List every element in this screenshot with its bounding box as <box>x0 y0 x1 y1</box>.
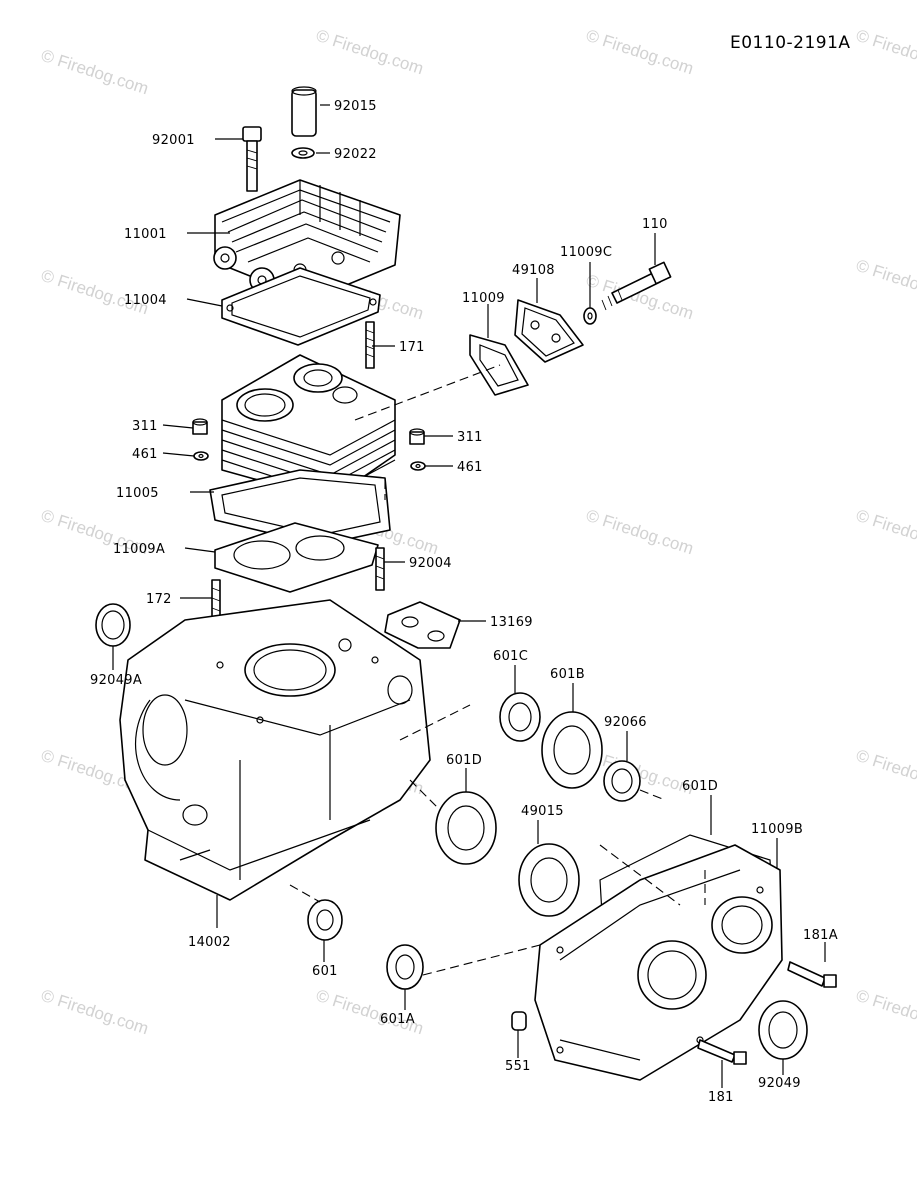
part-drawing-92049 <box>758 1000 808 1060</box>
part-label-461-left: 461 <box>132 447 158 462</box>
part-label-49108: 49108 <box>512 263 555 278</box>
part-label-92001: 92001 <box>152 133 195 148</box>
part-label-601B: 601B <box>550 667 585 682</box>
part-drawing-171 <box>365 321 375 369</box>
part-drawing-551 <box>511 1011 527 1031</box>
part-label-181: 181 <box>708 1090 734 1105</box>
watermark: © Firedog.com <box>854 506 917 559</box>
part-label-11005: 11005 <box>116 486 159 501</box>
part-drawing-461-right <box>410 461 426 471</box>
part-label-311-left: 311 <box>132 419 158 434</box>
part-drawing-cylinder <box>221 354 396 501</box>
watermark: © Firedog.com <box>39 46 151 99</box>
part-label-11009B: 601D <box>682 779 718 794</box>
part-label-311-right: 311 <box>457 430 483 445</box>
part-drawing-601D-b <box>518 843 580 917</box>
part-label-92049A: 92049A <box>90 673 142 688</box>
part-label-601D-b: 49015 <box>521 804 564 819</box>
part-label-13169: 13169 <box>490 615 533 630</box>
part-label-181A: 181A <box>803 928 838 943</box>
part-label-11001: 11001 <box>124 227 167 242</box>
part-label-92004: 92004 <box>409 556 452 571</box>
part-drawing-11001 <box>213 179 401 301</box>
part-label-11004: 11004 <box>124 293 167 308</box>
diagram-code: E0110-2191A <box>730 33 851 53</box>
part-drawing-49015 <box>534 844 783 1081</box>
watermark: © Firedog.com <box>584 26 696 79</box>
part-drawing-311-left <box>192 418 208 435</box>
part-drawing-92015 <box>291 86 317 137</box>
part-drawing-92066 <box>603 760 641 802</box>
part-drawing-181 <box>697 1039 747 1065</box>
part-drawing-14002 <box>119 599 431 901</box>
part-labels: 92015 92001 92022 11001 11009C 110 49108… <box>90 99 838 1105</box>
part-label-92015: 92015 <box>334 99 377 114</box>
part-label-92049: 92049 <box>758 1076 801 1091</box>
watermark: © Firedog.com <box>39 986 151 1039</box>
part-label-11009: 11009 <box>462 291 505 306</box>
part-drawing-181A <box>787 961 837 988</box>
part-drawing-11009A <box>214 522 379 593</box>
part-label-461-right: 461 <box>457 460 483 475</box>
part-label-11009C: 11009C <box>560 245 612 260</box>
part-drawing-49108 <box>514 299 584 363</box>
watermark: © Firedog.com <box>854 26 917 79</box>
part-drawing-110 <box>601 261 672 311</box>
part-label-601: 601 <box>312 964 338 979</box>
assembly-lines <box>289 364 706 976</box>
part-drawing-11009C <box>583 307 597 325</box>
part-label-601A: 601A <box>380 1012 415 1027</box>
part-label-110: 110 <box>642 217 668 232</box>
part-label-172: 172 <box>146 592 172 607</box>
part-drawing-601D-a <box>435 791 497 865</box>
part-drawing-13169 <box>384 601 461 649</box>
watermark: © Firedog.com <box>854 986 917 1039</box>
part-drawing-311-right <box>409 428 425 445</box>
watermark: © Firedog.com <box>314 26 426 79</box>
watermark: © Firedog.com <box>854 746 917 799</box>
leader-lines <box>112 104 826 1088</box>
part-drawing-601 <box>307 899 343 941</box>
part-drawing-461-left <box>193 451 209 461</box>
part-drawing-11004 <box>221 267 381 346</box>
watermark: © Firedog.com <box>584 506 696 559</box>
part-label-49015: 11009B <box>751 822 803 837</box>
part-label-11009A: 11009A <box>113 542 165 557</box>
part-drawing-92022 <box>291 147 315 159</box>
part-label-14002: 14002 <box>188 935 231 950</box>
part-label-601D-a: 601D <box>446 753 482 768</box>
part-drawing-601A <box>386 944 424 990</box>
part-drawing-92004 <box>375 547 385 591</box>
part-label-601C: 601C <box>493 649 528 664</box>
part-drawing-11005 <box>209 469 391 546</box>
part-drawing-601C <box>499 692 541 742</box>
part-drawing-92049A <box>95 603 131 647</box>
part-label-171: 171 <box>399 340 425 355</box>
part-label-92066: 92066 <box>604 715 647 730</box>
part-label-92022: 92022 <box>334 147 377 162</box>
part-label-551: 551 <box>505 1059 531 1074</box>
watermark: © Firedog.com <box>854 256 917 309</box>
part-drawing-92001 <box>242 126 262 192</box>
part-drawing-601B <box>541 711 603 789</box>
watermarks: © Firedog.com © Firedog.com © Firedog.co… <box>39 26 917 1039</box>
